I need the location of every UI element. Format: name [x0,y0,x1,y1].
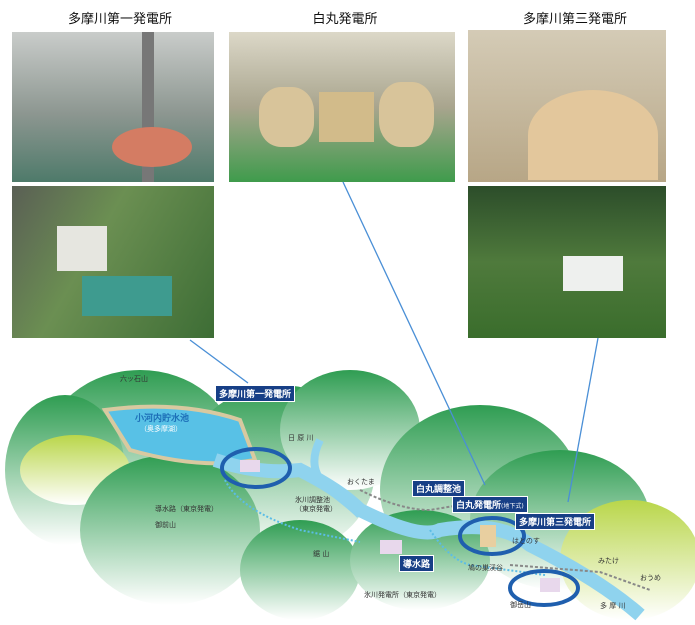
label-tama3: 多摩川第三発電所 [515,513,596,530]
photo-tama3-interior [468,30,666,182]
title-tama1: 多摩川第一発電所 [67,12,172,27]
hikawa-building-icon [380,540,402,554]
label-mitake: みたけ [598,557,619,565]
label-gozen: 御前山 [155,521,176,529]
conduit-tokyo [224,479,361,543]
title-tama3: 多摩川第三発電所 [522,12,627,27]
label-tama1: 多摩川第一発電所 [215,385,296,402]
callout-arrows [189,181,599,503]
label-okutama: おくたま [347,478,375,486]
tama3-building-icon [540,578,560,592]
shiromaru-building-icon [480,525,496,547]
photo-tama1-interior [12,32,214,182]
label-hikawa-pond-owner: （東京発電） [295,505,337,513]
label-hikawa-pond: 氷川調整池 [295,496,330,504]
label-shiromaru-plant: 白丸発電所(地下式) [452,496,528,513]
label-shiromaru-pond: 白丸調整池 [412,480,466,497]
nippara-river [310,438,363,518]
label-conduit-tokyo: 導水路（東京発電） [155,505,218,513]
photo-tama3-exterior [468,186,666,338]
title-shiromaru: 白丸発電所 [312,12,378,27]
label-mitake-mountain: 御岳山 [510,601,531,609]
label-hikawa-plant: 氷川発電所（東京発電） [364,591,441,599]
label-rokkuishi: 六ッ石山 [120,375,148,383]
river [212,453,645,621]
label-reservoir: 小河内貯水池 [135,414,190,424]
photo-tama1-exterior [12,186,214,338]
shiromaru-plant-type: (地下式) [501,503,524,510]
railway [359,489,651,591]
photo-shiromaru-interior [229,32,455,182]
label-conduit: 導水路 [399,555,435,572]
label-nippara: 日 原 川 [288,434,314,442]
highlight-circles [220,447,580,607]
label-reservoir-alias: （奥多摩湖） [140,425,182,433]
shiromaru-plant-name: 白丸発電所 [456,501,502,511]
label-nokogiri: 鋸 山 [313,550,330,558]
label-tama-river: 多 摩 川 [600,602,626,610]
label-hatonosu-valley: 鳩の巣渓谷 [468,564,503,572]
tama1-building-icon [240,460,260,472]
label-oume: おうめ [640,574,661,582]
label-hatonosu: はとのす [512,537,540,545]
